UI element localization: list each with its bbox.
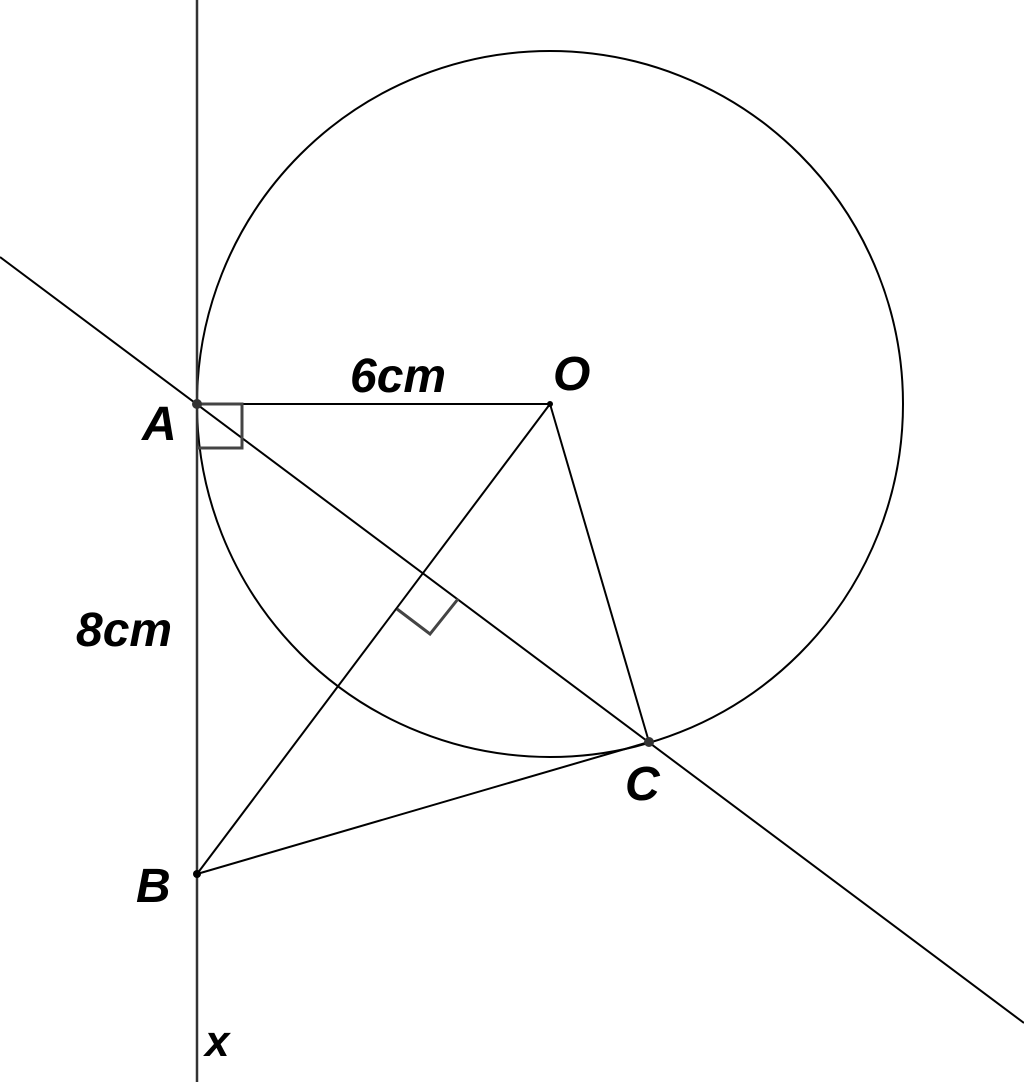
label-a: A — [141, 398, 177, 451]
label-b: B — [136, 860, 171, 913]
length-ao-label: 6cm — [350, 350, 446, 403]
label-x: x — [203, 1017, 231, 1066]
point-b — [193, 870, 201, 878]
length-ab-label: 8cm — [76, 604, 172, 657]
segment-ob — [196, 403, 551, 875]
label-o: O — [553, 348, 590, 401]
point-o — [547, 401, 553, 407]
label-c: C — [625, 758, 661, 811]
segment-oc — [549, 403, 650, 743]
point-c — [644, 737, 654, 747]
line-ac-extended — [0, 256, 1024, 1024]
right-angle-marker-h — [396, 598, 460, 637]
right-angle-marker-a — [197, 402, 244, 450]
point-a — [192, 399, 202, 409]
segment-bc — [196, 741, 650, 875]
